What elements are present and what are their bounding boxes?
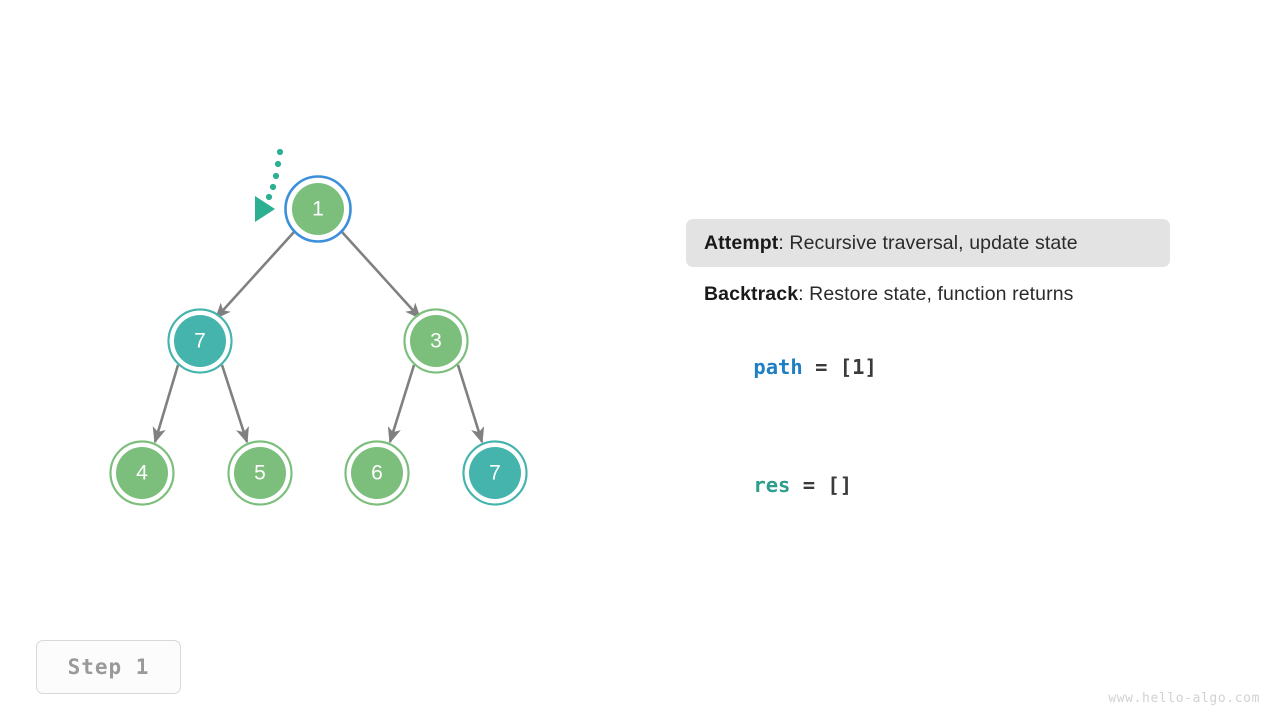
path-variable-value: = [1] bbox=[802, 355, 877, 379]
backtrack-label: Backtrack bbox=[704, 282, 799, 305]
site-watermark: www.hello-algo.com bbox=[1108, 691, 1260, 706]
attempt-text: : Recursive traversal, update state bbox=[778, 231, 1078, 254]
pointer-trail-dot bbox=[265, 193, 273, 201]
node-ring bbox=[403, 308, 469, 374]
tree-nodes: 1 7 3 4 bbox=[109, 175, 528, 506]
node-label: 1 bbox=[312, 198, 324, 221]
info-panel: Attempt: Recursive traversal, update sta… bbox=[686, 0, 1206, 720]
path-state-line: path = [1] bbox=[704, 331, 877, 403]
tree-edges bbox=[152, 231, 485, 444]
edge-n3-n6 bbox=[387, 364, 416, 444]
pointer-trail-dot bbox=[272, 172, 280, 180]
res-state-line: res = [] bbox=[704, 449, 852, 521]
tree-diagram-panel: 1 7 3 4 bbox=[109, 148, 528, 506]
edge-n1-n7l bbox=[214, 231, 295, 320]
edge-n1-n3 bbox=[341, 231, 422, 320]
node-circle bbox=[351, 447, 403, 499]
step-badge: Step 1 bbox=[36, 640, 181, 694]
node-ring-gap bbox=[346, 442, 408, 504]
node-ring-gap bbox=[405, 310, 467, 372]
binary-tree-svg: 1 7 3 4 bbox=[109, 148, 528, 506]
node-label: 6 bbox=[371, 462, 383, 485]
node-ring bbox=[227, 440, 293, 506]
recursion-pointer bbox=[255, 148, 284, 222]
node-ring-gap bbox=[169, 310, 231, 372]
node-active-ring bbox=[284, 175, 352, 243]
node-circle bbox=[174, 315, 226, 367]
edge-n7l-n5 bbox=[220, 364, 249, 444]
edge-n3-n7r bbox=[456, 364, 485, 444]
node-label: 4 bbox=[136, 462, 148, 485]
backtrack-description-row: Backtrack: Restore state, function retur… bbox=[704, 281, 1074, 307]
node-ring-gap bbox=[464, 442, 526, 504]
tree-node-1[interactable]: 1 bbox=[284, 175, 352, 243]
node-label: 5 bbox=[254, 462, 266, 485]
pointer-trail-dot bbox=[269, 183, 277, 191]
tree-node-7-left[interactable]: 7 bbox=[167, 308, 233, 374]
tree-node-3[interactable]: 3 bbox=[403, 308, 469, 374]
tree-node-6[interactable]: 6 bbox=[344, 440, 410, 506]
attempt-description-row: Attempt: Recursive traversal, update sta… bbox=[686, 219, 1170, 267]
node-circle bbox=[116, 447, 168, 499]
node-circle bbox=[292, 183, 344, 235]
backtrack-text: : Restore state, function returns bbox=[798, 282, 1074, 305]
node-circle bbox=[469, 447, 521, 499]
node-ring bbox=[167, 308, 233, 374]
tree-node-4[interactable]: 4 bbox=[109, 440, 175, 506]
path-variable-name: path bbox=[753, 355, 803, 379]
node-ring bbox=[344, 440, 410, 506]
node-ring bbox=[109, 440, 175, 506]
pointer-arrow-icon bbox=[255, 196, 275, 222]
node-ring bbox=[462, 440, 528, 506]
pointer-trail-dot bbox=[274, 160, 282, 168]
pointer-trail-dot bbox=[276, 148, 284, 156]
tree-node-5[interactable]: 5 bbox=[227, 440, 293, 506]
node-circle bbox=[234, 447, 286, 499]
node-label: 7 bbox=[194, 330, 206, 353]
res-variable-value: = [] bbox=[790, 473, 853, 497]
node-ring-gap bbox=[229, 442, 291, 504]
node-label: 3 bbox=[430, 330, 442, 353]
node-label: 7 bbox=[489, 462, 501, 485]
attempt-label: Attempt bbox=[704, 231, 779, 254]
res-variable-name: res bbox=[753, 473, 791, 497]
tree-node-7-right[interactable]: 7 bbox=[462, 440, 528, 506]
node-circle bbox=[410, 315, 462, 367]
node-ring-gap bbox=[287, 178, 349, 240]
node-ring-gap bbox=[111, 442, 173, 504]
edge-n7l-n4 bbox=[152, 364, 180, 444]
